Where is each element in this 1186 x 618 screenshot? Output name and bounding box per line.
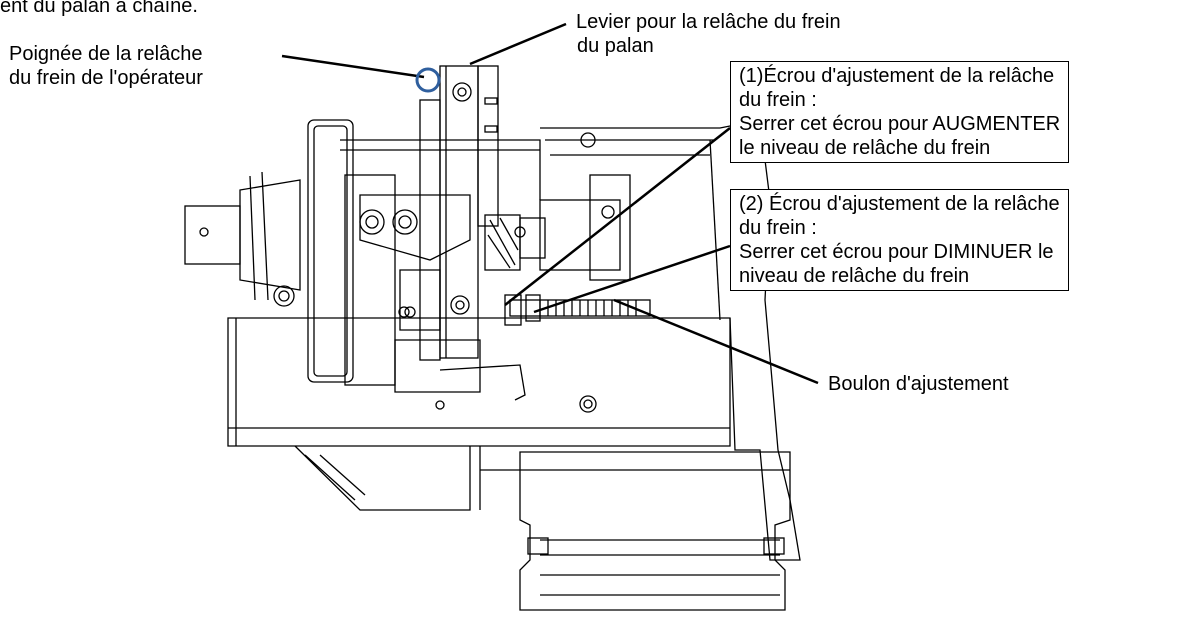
operator-handle-marker [415, 67, 441, 93]
pulley-shaft [184, 205, 241, 265]
gear [307, 119, 354, 383]
nut1-callout: (1)Écrou d'ajustement de la relâche du f… [730, 61, 1070, 163]
leader-hoist-lever [469, 22, 567, 66]
hoist-lever-label: Levier pour la relâche du frein du palan [576, 11, 841, 57]
motor-box [519, 451, 791, 611]
operator-handle-label: Poignée de la relâche du frein de l'opér… [9, 43, 203, 89]
leader-operator-handle [281, 54, 425, 79]
bolt-label: Boulon d'ajustement [828, 373, 1009, 395]
nut2-callout: (2) Écrou d'ajustement de la relâche du … [730, 189, 1069, 291]
leader-nut2 [533, 244, 731, 314]
base-plate [227, 317, 731, 447]
leader-nut1 [504, 127, 731, 306]
right-housing [540, 119, 801, 561]
top-cut-text: ent du palan à chaîne. [0, 0, 198, 17]
leader-bolt [613, 298, 819, 385]
